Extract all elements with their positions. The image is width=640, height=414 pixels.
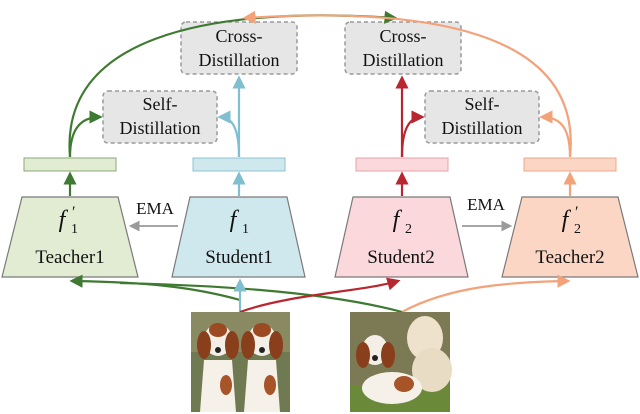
teacher1-label: Teacher1 [35,247,104,268]
image-left-to-teacher1-arrow [69,274,241,302]
cross-distillation-line2: Distillation [363,50,444,70]
image-right-to-student2-arrow [239,277,401,314]
teacher2-subscript: 2 [574,222,581,237]
student1-to-self-arrow [217,110,241,158]
student1-subscript: 1 [242,222,249,237]
ema-label-left: EMA [136,199,175,218]
teacher1-symbol: f [59,207,69,233]
student2-to-self-arrow [400,110,425,158]
teacher2-model: f 2 ′ Teacher2 [501,196,639,278]
student1-model: f 1 Student1 [171,196,306,278]
self-distillation-line1: Self- [143,94,178,114]
teacher2-feature-bar [523,157,617,172]
cross-distillation-line1: Cross- [215,26,262,46]
teacher2-label: Teacher2 [535,247,604,268]
student2-symbol: f [393,207,403,233]
teacher1-feature-bar [23,157,117,172]
cross-distillation-box-left: Cross- Distillation [180,21,298,75]
cross-distillation-line1: Cross- [379,26,426,46]
dog-image-right [350,312,452,412]
dog-image-left [191,312,290,412]
student2-label: Student2 [367,247,435,268]
student1-label: Student1 [205,247,273,268]
teacher2-symbol: f [562,207,572,233]
student2-subscript: 2 [405,222,412,237]
student2-model: f 2 Student2 [334,196,469,278]
image-left-to-teacher1-long [119,281,403,314]
self-distillation-line2: Distillation [442,118,523,138]
teacher1-prime: ′ [72,204,76,221]
cross-distillation-line2: Distillation [199,50,280,70]
teacher2-to-cross-left-arrow [242,10,572,158]
ema-arrow-right: EMA [462,195,513,232]
self-distillation-box-left: Self- Distillation [102,90,218,144]
self-distillation-line2: Distillation [120,118,201,138]
teacher1-to-self-arrow [68,110,103,158]
teacher2-prime: ′ [575,204,579,221]
teacher1-model: f 1 ′ Teacher1 [1,196,139,278]
student2-feature-bar [355,157,449,172]
ema-arrow-left: EMA [128,199,178,232]
self-distillation-box-right: Self- Distillation [424,90,540,144]
image-right-to-teacher2-arrow [401,274,571,313]
cross-distillation-box-right: Cross- Distillation [344,21,462,75]
ema-label-right: EMA [467,195,506,214]
student1-feature-bar [192,157,286,172]
teacher2-to-self-arrow [539,110,572,158]
student1-symbol: f [230,207,240,233]
self-distillation-line1: Self- [465,94,500,114]
teacher1-subscript: 1 [71,222,78,237]
